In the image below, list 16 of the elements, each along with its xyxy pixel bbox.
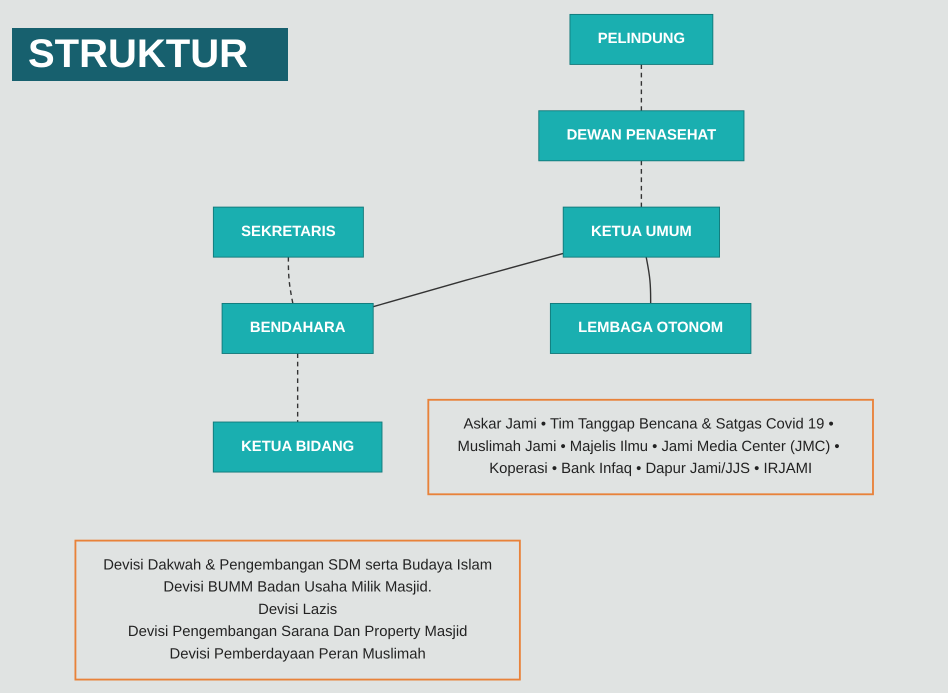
node-box: BENDAHARA bbox=[221, 302, 374, 354]
connector bbox=[296, 352, 298, 422]
title: STRUKTUR bbox=[12, 28, 288, 81]
connector bbox=[288, 256, 294, 304]
node-box: Askar Jami • Tim Tanggap Bencana & Satgas Covid 19 • Muslimah Jami • Majelis Ilmu • Jami Media Center (JMC) • Koperasi • Bank Infaq • Dapur Jami/JJS • IRJAMI bbox=[427, 398, 874, 495]
node-box: LEMBAGA OTONOM bbox=[550, 302, 752, 354]
node-box: KETUA BIDANG bbox=[212, 421, 382, 472]
node-box: DEWAN PENASEHAT bbox=[538, 110, 744, 161]
node-box: PELINDUNG bbox=[569, 13, 714, 64]
node-box: KETUA UMUM bbox=[562, 206, 720, 258]
connector bbox=[640, 160, 642, 207]
connector bbox=[640, 64, 642, 110]
node-box: Devisi Dakwah & Pengembangan SDM serta Budaya Islam Devisi BUMM Badan Usaha Milik Masjid. Devisi Lazis Devisi Pengembangan Sarana Dan Property Masjid Devisi Pemberdayaan Peran Muslimah bbox=[74, 539, 521, 680]
connector bbox=[372, 252, 564, 307]
connector bbox=[645, 256, 652, 303]
node-box: SEKRETARIS bbox=[212, 206, 364, 258]
